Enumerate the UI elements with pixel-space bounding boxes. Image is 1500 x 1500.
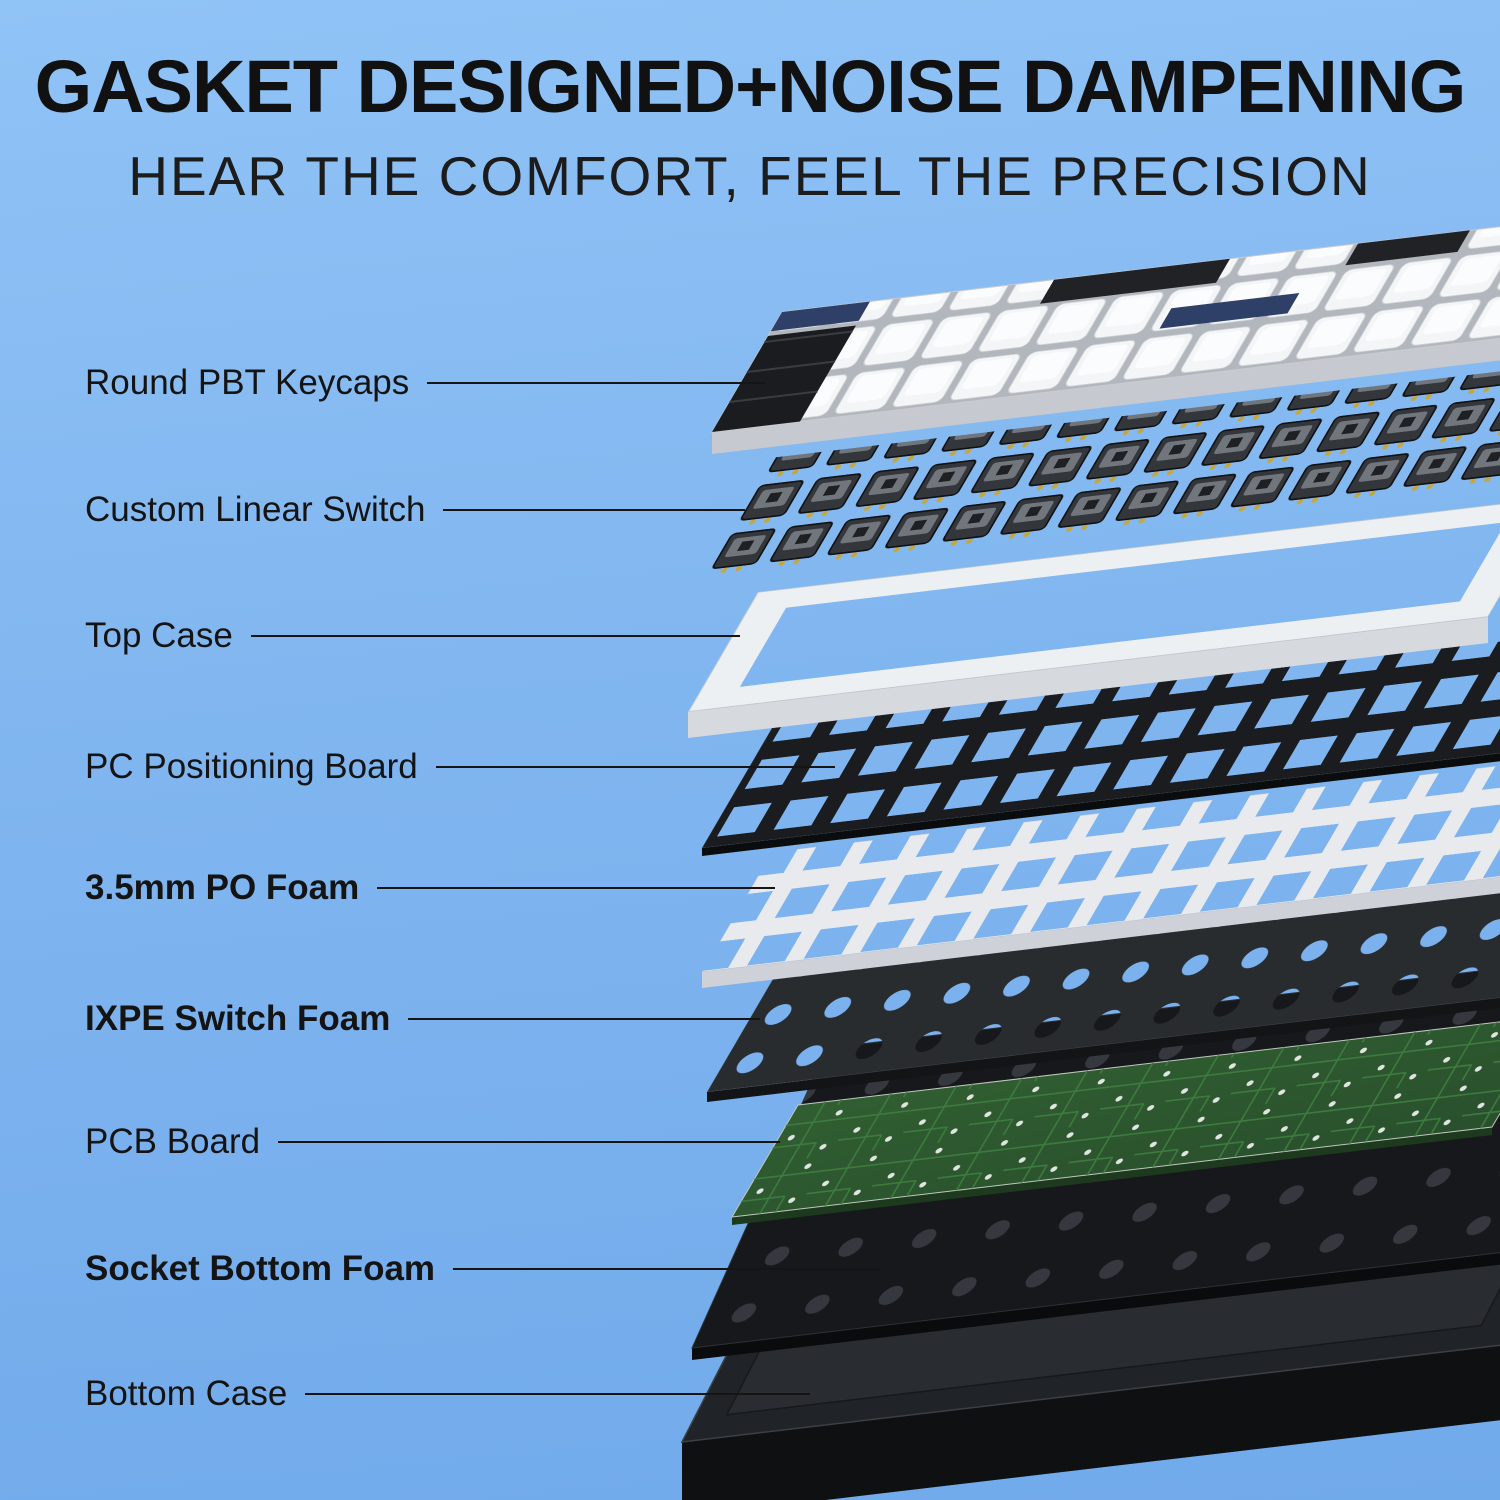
leader-line: [278, 1140, 780, 1144]
pcb-board-art: [731, 1021, 1500, 1225]
layer-label-pcb-board: PCB Board: [85, 1111, 780, 1173]
layer-label-po-foam: 3.5mm PO Foam: [85, 857, 775, 919]
layer-label-text: PCB Board: [85, 1122, 261, 1161]
leader-line: [377, 886, 775, 890]
layer-label-text: Socket Bottom Foam: [85, 1249, 436, 1288]
layer-label-text: Custom Linear Switch: [85, 490, 426, 529]
layer-label-text: Round PBT Keycaps: [85, 363, 410, 402]
layer-label-text: PC Positioning Board: [85, 747, 418, 786]
layer-label-ixpe-switch-foam: IXPE Switch Foam: [85, 988, 760, 1050]
layer-label-socket-bottom-foam: Socket Bottom Foam: [85, 1238, 880, 1300]
layer-label-bottom-case: Bottom Case: [85, 1363, 810, 1425]
layer-label-pc-positioning-board: PC Positioning Board: [85, 736, 835, 798]
leader-line: [453, 1267, 880, 1271]
leader-line: [443, 508, 745, 512]
po-foam-art: [701, 765, 1500, 988]
leader-line: [427, 381, 765, 385]
leader-line: [435, 765, 835, 769]
page-subtitle: HEAR THE COMFORT, FEEL THE PRECISION: [128, 144, 1372, 207]
ixpe-switch-foam-art: [706, 885, 1500, 1102]
layer-label-text: 3.5mm PO Foam: [85, 868, 360, 907]
leader-line: [305, 1392, 810, 1396]
layer-label-text: IXPE Switch Foam: [85, 999, 391, 1038]
keycaps-art: [711, 226, 1500, 454]
page-title: GASKET DESIGNED+NOISE DAMPENING: [34, 45, 1467, 128]
layer-label-custom-linear-switch: Custom Linear Switch: [85, 479, 745, 541]
layer-label-round-pbt-keycaps: Round PBT Keycaps: [85, 352, 765, 414]
top-case-art: [686, 503, 1500, 738]
layer-label-text: Bottom Case: [85, 1374, 288, 1413]
leader-line: [250, 634, 740, 638]
layer-label-top-case: Top Case: [85, 605, 740, 667]
layer-label-text: Top Case: [85, 616, 233, 655]
header: GASKET DESIGNED+NOISE DAMPENING HEAR THE…: [0, 48, 1500, 208]
switches-art: [700, 371, 1500, 578]
leader-line: [408, 1017, 760, 1021]
